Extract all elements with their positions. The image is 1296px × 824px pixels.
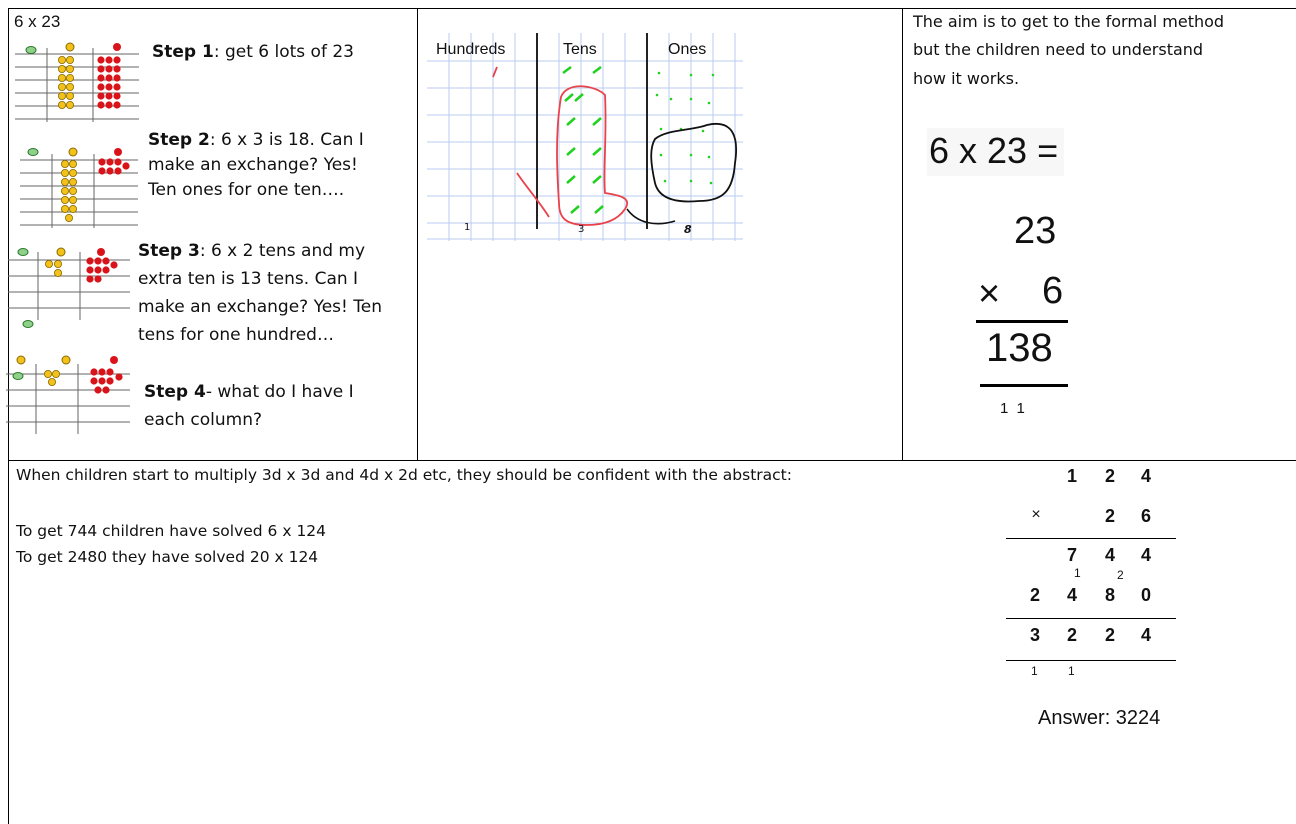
result: 138: [986, 326, 1053, 371]
lm-total-carry-1: 1: [1031, 664, 1038, 678]
lm-row1-tens: 2: [1099, 466, 1121, 487]
lm-line-2: [1006, 618, 1176, 619]
step4-desc: - what do I have I: [206, 382, 354, 402]
multiplicand: 23: [1014, 210, 1056, 253]
lm-partial2-ones: 0: [1135, 585, 1157, 606]
lm-line-3: [1006, 660, 1176, 661]
place-value-chart-step4: [6, 352, 130, 438]
note-line-2: but the children need to understand: [913, 40, 1203, 59]
lm-total-hundreds: 2: [1061, 625, 1083, 646]
lm-row1-ones: 4: [1135, 466, 1157, 487]
lm-partial1-carry-2: 2: [1117, 568, 1124, 582]
step3-desc: : 6 x 2 tens and my: [200, 241, 365, 261]
step2-label: Step 2: [148, 130, 210, 150]
step3-text: Step 3: 6 x 2 tens and my extra ten is 1…: [138, 237, 382, 349]
step3-line4: tens for one hundred…: [138, 321, 382, 349]
lm-partial1-carry-1: 1: [1074, 566, 1081, 580]
frame-divider-1: [417, 8, 418, 460]
note-line-1: The aim is to get to the formal method: [913, 12, 1224, 31]
step4-text: Step 4- what do I have I each column?: [144, 378, 354, 434]
lm-partial1-ones: 4: [1135, 545, 1157, 566]
step2-desc: : 6 x 3 is 18. Can I: [210, 130, 364, 150]
equation: 6 x 23 =: [927, 128, 1064, 176]
lm-total-carry-2: 1: [1068, 664, 1075, 678]
step2-line3: Ten ones for one ten….: [148, 178, 364, 203]
answer: Answer: 3224: [1038, 707, 1160, 730]
lm-total-thousands: 3: [1024, 625, 1046, 646]
step4-label: Step 4: [144, 382, 206, 402]
carries: 1 1: [1000, 400, 1027, 417]
frame-divider-horizontal: [8, 460, 1296, 461]
lm-row2-ones: 6: [1135, 506, 1157, 527]
lm-total-tens: 2: [1099, 625, 1121, 646]
lm-line-1: [1006, 538, 1176, 539]
times-sign: ×: [978, 273, 1000, 316]
lm-partial2-tens: 8: [1099, 585, 1121, 606]
lm-partial1-tens: 4: [1099, 545, 1121, 566]
place-value-chart-step1: [15, 42, 139, 124]
lm-partial2-hundreds: 4: [1061, 585, 1083, 606]
step3-label: Step 3: [138, 241, 200, 261]
step3-line3: make an exchange? Yes! Ten: [138, 293, 382, 321]
bottom-line-2: To get 2480 they have solved 20 x 124: [16, 548, 318, 566]
lm-total-ones: 4: [1135, 625, 1157, 646]
bottom-line-1: To get 744 children have solved 6 x 124: [16, 522, 326, 540]
lm-partial1-hundreds: 7: [1061, 545, 1083, 566]
bottom-intro: When children start to multiply 3d x 3d …: [16, 466, 792, 484]
step1-label: Step 1: [152, 42, 214, 62]
grid-header-hundreds: Hundreds: [436, 41, 505, 59]
step1-desc: : get 6 lots of 23: [214, 42, 354, 62]
grid-digit-hundreds: 1: [464, 222, 470, 233]
place-value-grid: [427, 33, 743, 241]
place-value-chart-step3: [8, 244, 130, 330]
grid-digit-ones: 8: [684, 223, 692, 236]
place-value-chart-step2: [20, 146, 138, 230]
step1-text: Step 1: get 6 lots of 23: [152, 42, 354, 62]
step2-line2: make an exchange? Yes!: [148, 153, 364, 178]
step4-line2: each column?: [144, 406, 354, 434]
step3-line2: extra ten is 13 tens. Can I: [138, 265, 382, 293]
result-line-top: [976, 320, 1068, 323]
lm-row1-hundreds: 1: [1061, 466, 1083, 487]
step2-text: Step 2: 6 x 3 is 18. Can I make an excha…: [148, 128, 364, 203]
grid-header-tens: Tens: [563, 41, 597, 59]
multiplier: 6: [1042, 270, 1063, 313]
result-line-bottom: [980, 384, 1068, 387]
frame-top: [8, 8, 1296, 9]
lm-row2-tens: 2: [1099, 506, 1121, 527]
grid-header-ones: Ones: [668, 41, 706, 59]
lm-partial2-thousands: 2: [1024, 585, 1046, 606]
lm-times-sign: ×: [1025, 506, 1047, 524]
frame-divider-2: [902, 8, 903, 460]
note-line-3: how it works.: [913, 69, 1019, 88]
panel-heading: 6 x 23: [14, 12, 60, 32]
grid-digit-tens: 3: [578, 224, 584, 235]
